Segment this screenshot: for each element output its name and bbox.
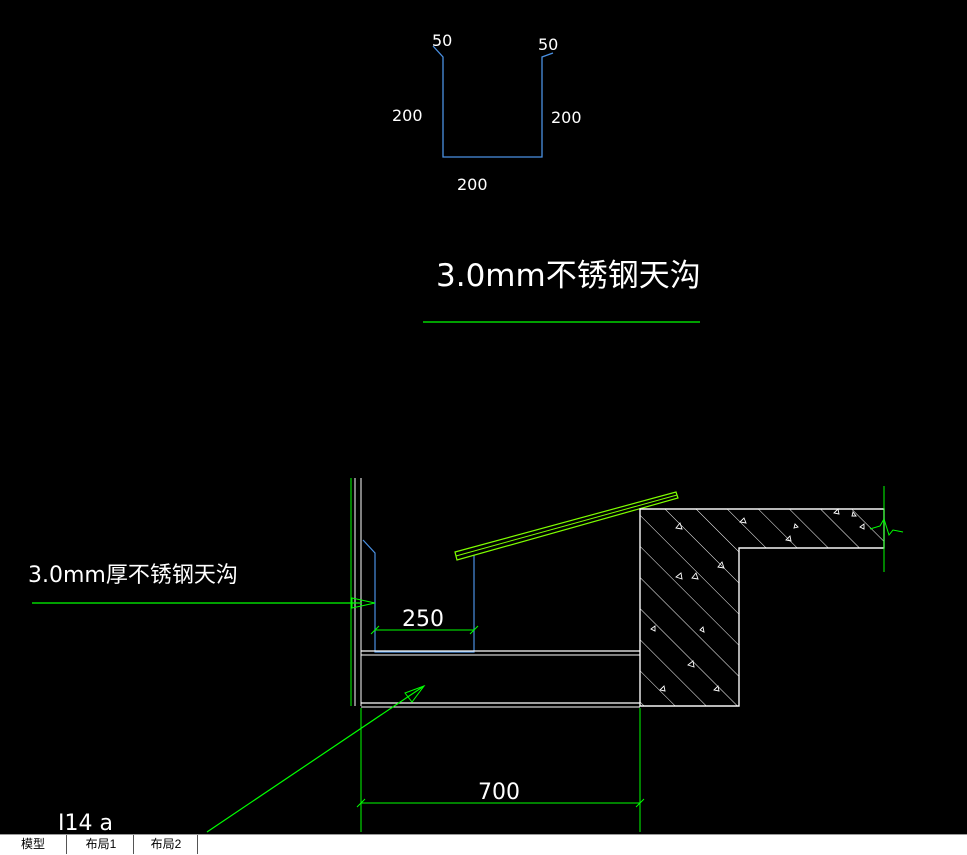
tab-layout2[interactable]: 布局2 xyxy=(150,837,182,851)
concrete-aggregate xyxy=(650,508,865,692)
leader-label: 3.0mm厚不锈钢天沟 xyxy=(28,563,238,588)
beam-leader-line xyxy=(206,685,425,833)
detail-gutter xyxy=(362,539,475,653)
detail-section: 3.0mm厚不锈钢天沟 250 700 I14 a xyxy=(28,478,904,834)
dim-bottom: 200 xyxy=(457,175,488,194)
dim-700-tick xyxy=(635,798,645,808)
tab-model[interactable]: 模型 xyxy=(0,835,66,854)
tab-separator xyxy=(66,835,67,854)
cad-drawing-canvas[interactable]: 50 50 200 200 200 3.0mm不锈钢天沟 xyxy=(0,0,967,834)
dim-side-left: 200 xyxy=(392,106,423,125)
layout-tab-bar: 模型 布局1 布局2 xyxy=(0,834,967,855)
dim-250-tick xyxy=(469,625,479,635)
dim-700-tick xyxy=(356,798,366,808)
section-title: 3.0mm不锈钢天沟 xyxy=(436,258,701,294)
dim-gutter-width: 250 xyxy=(402,607,444,632)
dim-250-tick xyxy=(370,625,380,635)
gutter-profile xyxy=(432,45,554,158)
gutter-section: 50 50 200 200 200 3.0mm不锈钢天沟 xyxy=(392,31,701,323)
concrete-wall xyxy=(639,508,885,707)
tab-separator xyxy=(197,835,198,854)
tab-separator xyxy=(133,835,134,854)
roof-panel-line xyxy=(455,494,678,557)
break-symbol xyxy=(869,517,904,537)
dim-lip-right: 50 xyxy=(538,35,558,54)
tab-layout1[interactable]: 布局1 xyxy=(85,837,117,851)
dim-lip-left: 50 xyxy=(432,31,452,50)
roof-panel xyxy=(454,491,679,561)
beam-label: I14 a xyxy=(58,811,113,834)
dim-side-right: 200 xyxy=(551,108,582,127)
dim-overall: 700 xyxy=(478,780,520,805)
beam-leader-arrow xyxy=(404,684,426,703)
leader-arrow xyxy=(351,597,376,609)
